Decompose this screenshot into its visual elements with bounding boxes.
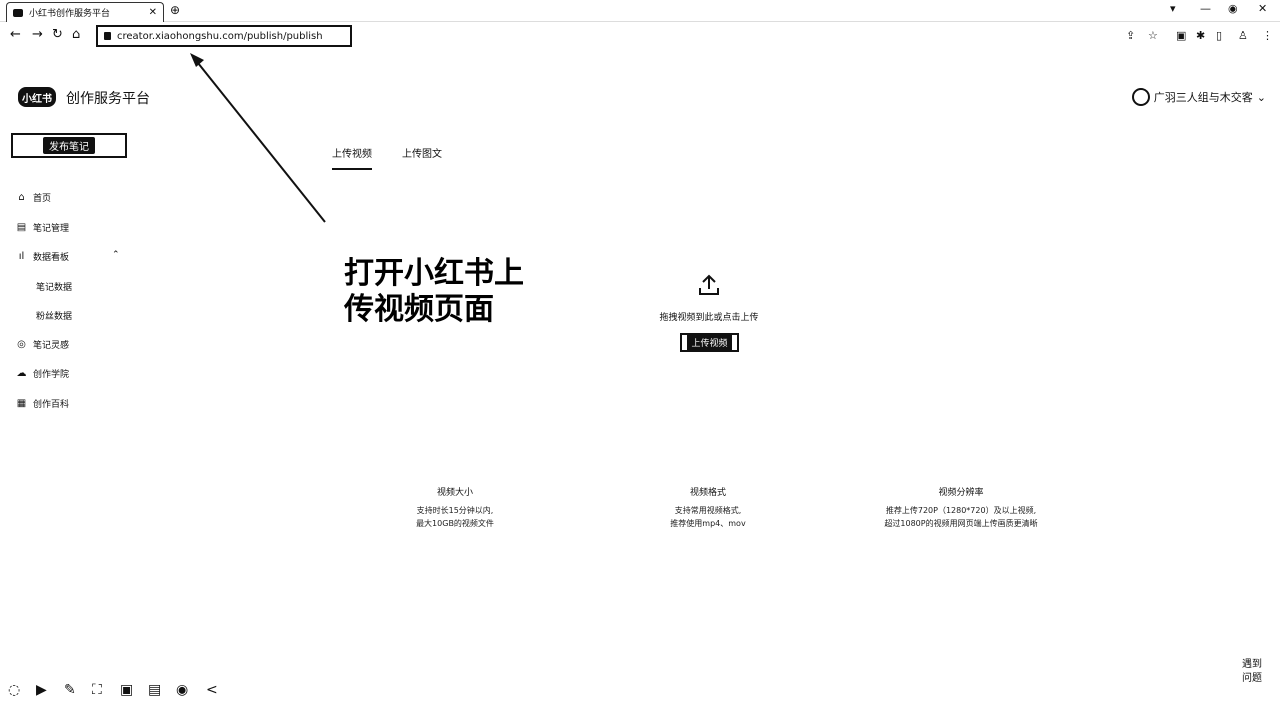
bar-chart-icon: ıl: [18, 251, 25, 262]
sidebar-item-creator-academy[interactable]: ☁ 创作学院: [16, 367, 70, 380]
url-text: creator.xiaohongshu.com/publish/publish: [117, 30, 323, 42]
home-icon[interactable]: ⌂: [72, 27, 81, 42]
sidebar-item-label: 笔记管理: [33, 224, 70, 234]
star-icon[interactable]: ☆: [1148, 29, 1158, 42]
requirement-title: 视频大小: [436, 488, 473, 498]
browser-tab[interactable]: 小红书创作服务平台 ✕: [6, 2, 164, 22]
close-window-icon[interactable]: ✕: [1258, 2, 1268, 15]
xiaohongshu-logo[interactable]: 小红书: [18, 87, 56, 107]
upload-video-button[interactable]: 上传视频: [680, 333, 739, 352]
back-icon[interactable]: ←: [10, 27, 21, 42]
sidebar-item-label: 笔记灵感: [33, 341, 70, 351]
sidebar-item-label: 创作百科: [33, 400, 70, 410]
upload-video-label: 上传视频: [687, 335, 732, 350]
help-line-1: 遇到: [1242, 659, 1262, 670]
sidebar-icon[interactable]: ▯: [1216, 29, 1223, 42]
screenshot-icon[interactable]: ⛶: [92, 682, 102, 698]
notes-icon: ▤: [16, 222, 27, 233]
upload-hint: 拖拽视频到此或点击上传: [659, 313, 759, 323]
new-tab-icon[interactable]: ⊕: [170, 3, 181, 17]
sidebar-subitem-note-data[interactable]: 笔记数据: [36, 283, 73, 293]
chevron-up-icon[interactable]: ⌃: [112, 250, 120, 260]
requirement-line: 最大10GB的视频文件: [416, 519, 494, 528]
address-bar[interactable]: creator.xiaohongshu.com/publish/publish: [96, 25, 352, 47]
sidebar-item-home[interactable]: ⌂ 首页: [16, 191, 51, 204]
reload-icon[interactable]: ↻: [52, 27, 63, 42]
annotation-line-1: 打开小红书上: [344, 256, 524, 291]
forward-icon[interactable]: →: [32, 27, 43, 42]
user-menu[interactable]: 广羽三人组与木交客 ⌄: [1131, 88, 1266, 106]
requirement-title: 视频格式: [689, 488, 726, 498]
camera-icon[interactable]: ▣: [120, 682, 134, 698]
pen-icon[interactable]: ✎: [64, 682, 76, 698]
favicon-icon: [13, 8, 23, 17]
requirement-title: 视频分辨率: [938, 488, 984, 498]
tab-title: 小红书创作服务平台: [29, 9, 111, 19]
profile-icon[interactable]: ♙: [1238, 29, 1248, 42]
sidebar-item-label: 首页: [33, 194, 52, 204]
sidebar-item-note-management[interactable]: ▤ 笔记管理: [16, 221, 69, 234]
minimize-icon[interactable]: ▾: [1170, 2, 1176, 15]
sidebar-item-label: 数据看板: [33, 253, 70, 263]
collapse-icon[interactable]: <: [206, 682, 218, 698]
puzzle-icon[interactable]: ✱: [1196, 29, 1206, 42]
requirement-video-resolution: 视频分辨率 推荐上传720P（1280*720）及以上视频, 超过1080P的视…: [850, 485, 1072, 530]
browser-toolbar: ← → ↻ ⌂ creator.xiaohongshu.com/publish/…: [0, 22, 1280, 50]
browser-tab-strip: 小红书创作服务平台 ✕ ⊕ ▾ — ◉ ✕: [0, 0, 1280, 22]
annotation-text: 打开小红书上 传视频页面: [344, 256, 524, 328]
restore-window-icon[interactable]: ◉: [1228, 2, 1238, 15]
menu-icon[interactable]: ⋮: [1262, 29, 1273, 42]
requirement-video-format: 视频格式 支持常用视频格式, 推荐使用mp4、mov: [598, 485, 818, 530]
inspiration-icon: ◎: [17, 339, 26, 350]
requirement-line: 推荐使用mp4、mov: [670, 519, 746, 528]
sidebar-item-creator-wiki[interactable]: ▦ 创作百科: [16, 397, 69, 410]
comment-icon[interactable]: ▤: [148, 682, 162, 698]
avatar: [1131, 88, 1150, 106]
requirement-line: 支持常用视频格式,: [674, 506, 742, 515]
record-icon[interactable]: ◉: [176, 682, 189, 698]
minimize-window-icon[interactable]: —: [1200, 2, 1211, 15]
tab-upload-video[interactable]: 上传视频: [332, 145, 372, 170]
academy-icon: ☁: [16, 368, 27, 379]
help-line-2: 问题: [1242, 673, 1262, 684]
settings-icon[interactable]: ◌: [8, 682, 21, 698]
help-button[interactable]: 遇到 问题: [1242, 658, 1262, 686]
home-icon: ⌂: [18, 192, 25, 203]
sidebar-item-data-dashboard[interactable]: ıl 数据看板: [16, 250, 69, 263]
tab-upload-image-text[interactable]: 上传图文: [402, 149, 442, 160]
requirement-video-size: 视频大小 支持时长15分钟以内, 最大10GB的视频文件: [345, 485, 565, 530]
wiki-icon: ▦: [16, 398, 27, 409]
user-name: 广羽三人组与木交客: [1153, 91, 1253, 104]
upload-icon[interactable]: [697, 273, 721, 297]
share-icon[interactable]: ⇪: [1126, 29, 1136, 42]
platform-title: 创作服务平台: [66, 91, 150, 107]
sidebar-item-label: 创作学院: [33, 370, 70, 380]
play-icon[interactable]: ▶: [36, 682, 47, 698]
annotation-line-2: 传视频页面: [344, 292, 494, 327]
extension-a-icon[interactable]: ▣: [1176, 29, 1187, 42]
sidebar-item-note-inspiration[interactable]: ◎ 笔记灵感: [16, 338, 69, 351]
chevron-down-icon: ⌄: [1256, 90, 1266, 104]
lock-icon: [104, 32, 111, 40]
publish-note-label: 发布笔记: [43, 137, 95, 154]
publish-note-button[interactable]: 发布笔记: [11, 133, 127, 158]
tab-close-icon[interactable]: ✕: [148, 7, 157, 18]
requirement-line: 推荐上传720P（1280*720）及以上视频,: [885, 506, 1037, 515]
requirement-line: 超过1080P的视频用网页端上传画质更清晰: [884, 519, 1038, 528]
sidebar-subitem-fan-data[interactable]: 粉丝数据: [36, 312, 73, 322]
requirement-line: 支持时长15分钟以内,: [416, 506, 494, 515]
